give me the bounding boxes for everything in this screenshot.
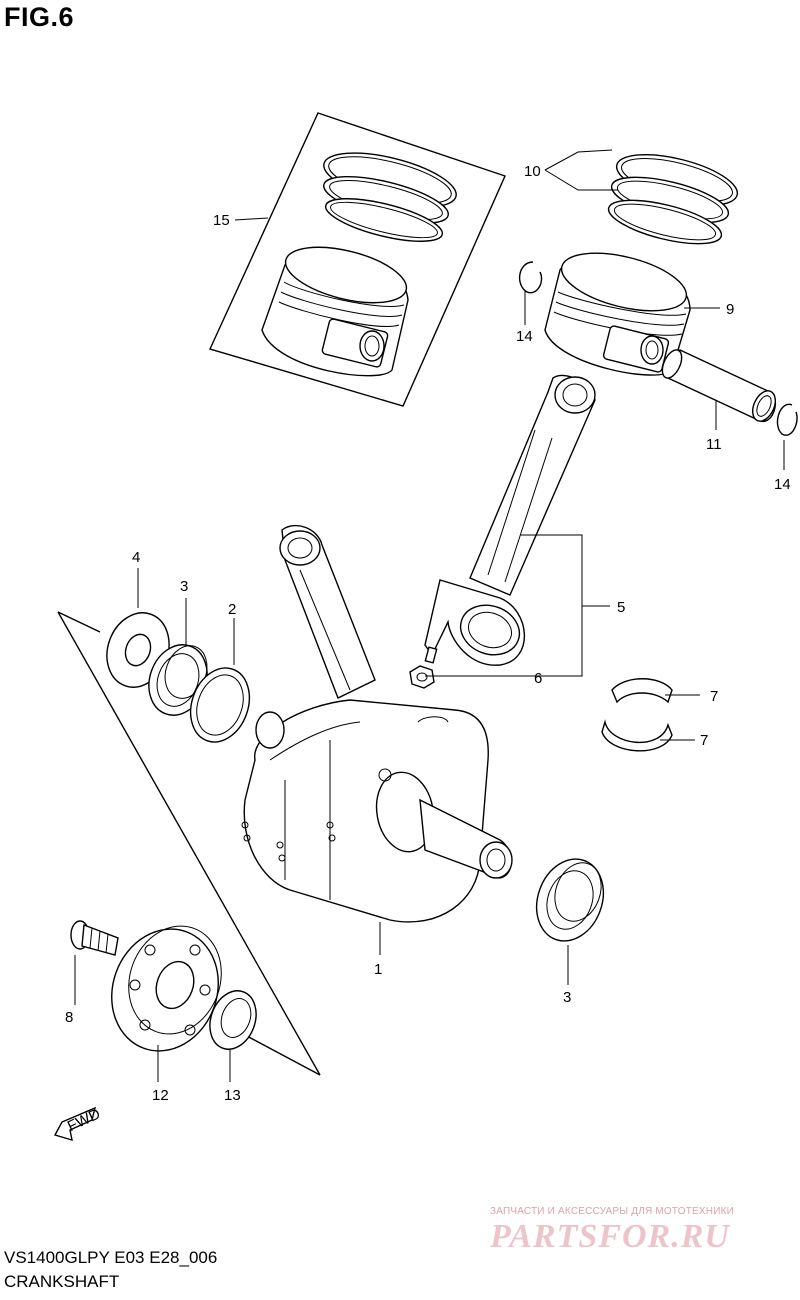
callout-2: 2 [228, 601, 236, 618]
callout-8: 13 [224, 1087, 241, 1104]
conrod-bearing-lower [601, 719, 673, 752]
circlip-top [518, 261, 543, 294]
piston-pin [661, 349, 777, 423]
callout-5: 5 [617, 599, 625, 616]
callout-14b: 14 [774, 476, 791, 493]
figure-title: FIG.6 [4, 2, 75, 32]
piston-rings-box [323, 152, 457, 242]
callout-7a: 7 [710, 688, 718, 705]
piston [544, 252, 691, 376]
crank-ring [189, 667, 251, 743]
callout-labels: 15 10 9 14 11 14 5 6 7 7 4 3 2 1 3 8 12 … [65, 163, 791, 1104]
circlip-right [776, 403, 798, 436]
callout-13: 11 [706, 436, 722, 453]
callout-7b: 7 [700, 732, 708, 749]
primary-drive-gear [111, 925, 222, 1052]
callout-3a: 3 [180, 578, 188, 595]
fwd-arrow-icon: FWD [53, 1105, 103, 1141]
callout-3b: 3 [563, 989, 571, 1006]
piston-box [261, 246, 409, 377]
crank-bearing-right [535, 858, 605, 942]
crankshaft [241, 525, 513, 923]
conrod-bearing-upper [611, 678, 673, 704]
fwd-label: FWD [65, 1105, 103, 1135]
callout-1: 1 [374, 961, 382, 978]
watermark-tagline: ЗАПЧАСТИ И АКСЕССУАРЫ ДЛЯ МОТОТЕХНИКИ [490, 1206, 735, 1217]
model-code: VS1400GLPY E03 E28_006 [4, 1248, 218, 1267]
callout-12: 10 [524, 163, 541, 180]
section-name: CRANKSHAFT [4, 1272, 120, 1291]
callout-9: 12 [152, 1087, 169, 1104]
leader-lines [74, 149, 785, 1082]
assembly-outline [57, 611, 321, 1076]
conrod-nut [409, 665, 435, 689]
callout-11: 9 [726, 301, 734, 318]
callout-14a: 14 [516, 328, 533, 345]
piston-set-box [209, 112, 506, 407]
piston-rings [607, 153, 739, 245]
connecting-rod [424, 374, 596, 666]
gear-bolt [70, 920, 119, 956]
small-gear [209, 990, 257, 1050]
callout-4: 4 [132, 549, 140, 566]
callout-6: 6 [534, 670, 542, 687]
watermark-logo: PARTSFOR.RU [490, 1218, 730, 1255]
callout-15: 15 [213, 212, 230, 229]
callout-10: 8 [65, 1009, 73, 1026]
